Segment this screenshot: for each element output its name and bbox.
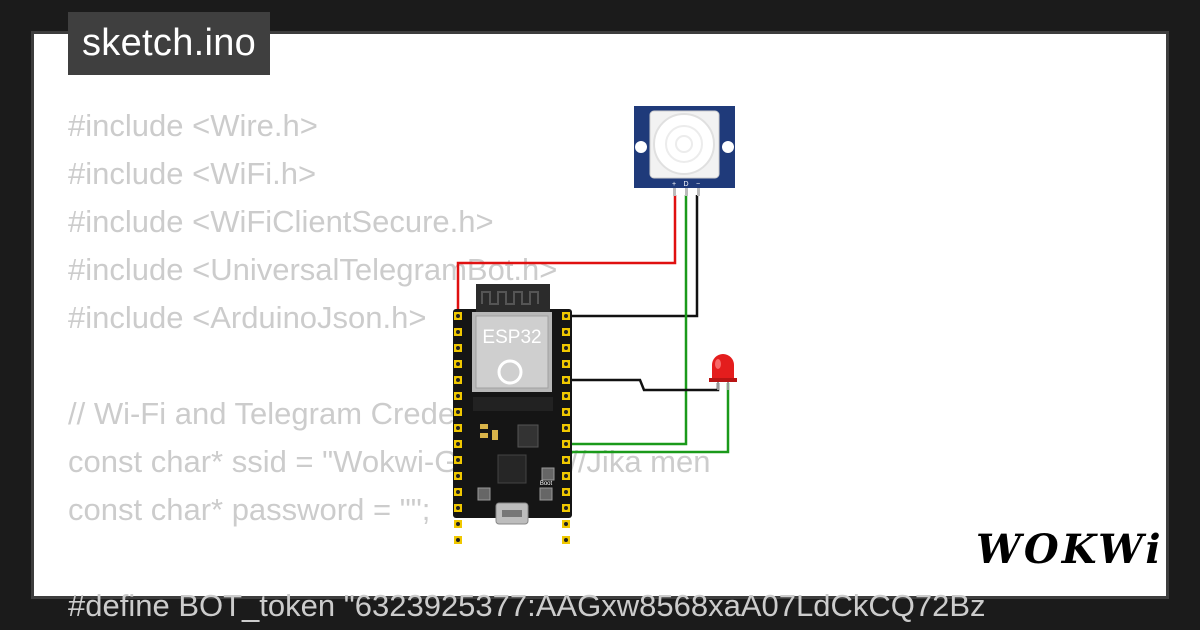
pin-hole [564,330,568,334]
pin-hole [456,458,460,462]
code-line: #include <WiFi.h> [68,156,317,191]
wire-green-led[interactable] [565,383,730,461]
pin-hole [564,394,568,398]
pin-hole [564,346,568,350]
pin-hole [564,314,568,318]
pin-hole [564,538,568,542]
left-pin-header [454,312,462,544]
red-led[interactable] [709,354,737,390]
pin-hole [456,346,460,350]
esp32-board[interactable]: ESP32 Boot [453,284,572,544]
pin-hole [564,362,568,366]
pir-pin-label-data: D [683,181,688,188]
pin-hole [456,410,460,414]
canvas-card: #include <Wire.h> #include <WiFi.h> #inclu… [34,34,1166,623]
pin-hole [456,394,460,398]
pin-hole [564,522,568,526]
pin-hole [564,426,568,430]
espressif-logo-icon [497,359,523,385]
boot-button-label: Boot [540,481,553,487]
code-line: // Wi-Fi and Telegram Credentials [68,396,528,431]
pin-hole [564,442,568,446]
pin-hole [456,522,460,526]
pin-hole [456,362,460,366]
pin-hole [456,490,460,494]
pin-hole [564,474,568,478]
code-editor-background: #include <Wire.h> #include <WiFi.h> #inclu… [68,102,986,630]
pin-hole [456,378,460,382]
code-line: #define BOT_token "6323925377:AAGxw8568x… [68,588,986,623]
wire-red[interactable] [456,195,677,316]
pin-hole [564,506,568,510]
wire-green-pir[interactable] [566,195,688,446]
pin-hole [456,314,460,318]
pin-hole [564,490,568,494]
code-line: #include <Wire.h> [68,108,318,143]
right-pin-header [562,312,570,544]
wokwi-logo: WOKWi [976,526,1164,573]
code-line: #include <UniversalTelegramBot.h> [68,252,558,287]
esp32-label: ESP32 [482,327,541,348]
pin-hole [456,538,460,542]
code-line: const char* password = ""; [68,492,431,527]
pin-hole [456,506,460,510]
code-line: #include <WiFiClientSecure.h> [68,204,494,239]
pir-pin-label-vcc: + [672,181,676,188]
wire-black-led[interactable] [566,378,720,392]
pir-pin-label-gnd: − [696,181,700,188]
pin-hole [456,474,460,478]
pin-hole [456,442,460,446]
pin-hole [564,378,568,382]
pin-hole [456,426,460,430]
wire-black-pir[interactable] [566,195,699,318]
file-tab[interactable]: sketch.ino [68,12,271,75]
pin-hole [456,330,460,334]
pir-sensor[interactable]: + D − [634,106,735,196]
circuit-diagram: + D − ESP32 [453,106,737,544]
pin-hole [564,410,568,414]
pin-hole [564,458,568,462]
code-line: #include <ArduinoJson.h> [68,300,427,335]
